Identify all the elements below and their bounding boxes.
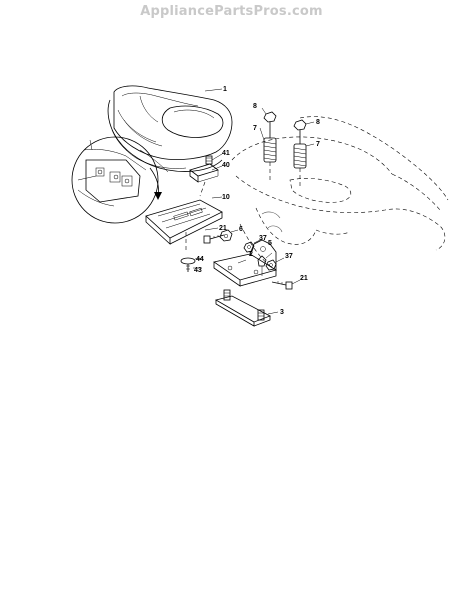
callout-7-left: 7 [253, 125, 257, 132]
callout-8-left: 8 [253, 103, 257, 110]
seat-mounting-bracket [213, 239, 277, 287]
callout-2: 2 [249, 251, 253, 258]
springs-and-bolts [259, 107, 315, 188]
bolt-21-left [203, 227, 225, 244]
callout-1: 1 [223, 86, 227, 93]
callout-5: 5 [268, 240, 272, 247]
callout-3: 3 [280, 309, 284, 316]
callout-10: 10 [222, 194, 230, 201]
seat-hinge-bracket [189, 153, 223, 197]
bolt-21-right [271, 279, 301, 290]
callout-8-right: 8 [316, 119, 320, 126]
slide-plate [214, 289, 279, 327]
callout-21-left: 21 [219, 225, 227, 232]
nut-6 [219, 229, 239, 242]
callout-21-right: 21 [300, 275, 308, 282]
callout-37-upper: 37 [259, 235, 267, 242]
callout-7-right: 7 [316, 141, 320, 148]
callout-43: 43 [194, 267, 202, 274]
watermark: AppliancePartsPros.com [140, 4, 323, 19]
callout-44: 44 [196, 256, 204, 263]
seat-pan-plate [145, 196, 223, 252]
detail-inset [71, 136, 169, 224]
knob-and-washer [180, 257, 203, 272]
callout-40: 40 [222, 162, 230, 169]
seat-assembly [107, 85, 233, 172]
nuts-37-and-bolt-5 [243, 239, 285, 276]
callout-37-lower: 37 [285, 253, 293, 260]
callout-6: 6 [239, 226, 243, 233]
callout-41: 41 [222, 150, 230, 157]
tractor-body-outline [231, 116, 449, 271]
